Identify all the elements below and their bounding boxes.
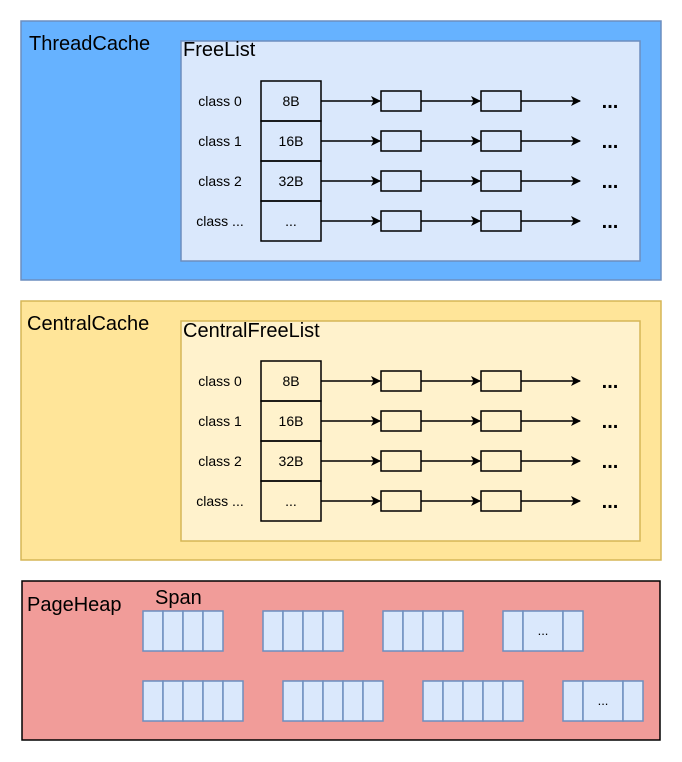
span-page-slot (182, 610, 204, 652)
central-free-list-size-label: 16B (279, 413, 304, 429)
free-list-row: class ......... (196, 200, 619, 242)
span-page-slot (222, 680, 244, 722)
central-free-list-size-label: 32B (279, 453, 304, 469)
span-page-slot (302, 610, 324, 652)
span-group (262, 610, 344, 652)
span-page-slot (202, 610, 224, 652)
free-list-ellipsis: ... (602, 91, 619, 113)
span-page-slot (282, 610, 304, 652)
span-groups: ...... (142, 610, 644, 722)
thread-cache-title: ThreadCache (29, 33, 150, 55)
free-list-size-label: 8B (282, 93, 299, 109)
central-free-list-row: class 1 16B... (198, 400, 619, 442)
central-free-list-class-label: class 0 (198, 373, 242, 389)
span-page-slot (442, 680, 464, 722)
span-page-slot (482, 680, 504, 722)
free-list-ellipsis: ... (602, 131, 619, 153)
span-page-slot (422, 610, 444, 652)
free-list-row: class 1 16B... (198, 120, 619, 162)
span-slot-ellipsis: ... (538, 623, 549, 638)
free-list-class-label: class 2 (198, 173, 242, 189)
span-page-slot (302, 680, 324, 722)
span-page-slot (282, 680, 304, 722)
free-list-title: FreeList (183, 39, 256, 61)
span-page-slot (322, 610, 344, 652)
page-heap-section: PageHeap Span ...... (21, 580, 661, 741)
page-heap-title: PageHeap (27, 594, 122, 616)
central-cache-title: CentralCache (27, 313, 149, 335)
span-page-slot (322, 680, 344, 722)
central-free-list-row: class ......... (196, 480, 619, 522)
central-free-list-ellipsis: ... (602, 371, 619, 393)
free-list-row: class 2 32B... (198, 160, 619, 202)
free-list-class-label: class 0 (198, 93, 242, 109)
span-group (142, 610, 224, 652)
central-free-list-ellipsis: ... (602, 451, 619, 473)
free-list-row: class 0 8B... (198, 80, 619, 122)
span-page-slot (422, 680, 444, 722)
free-list-size-label: ... (285, 213, 297, 229)
span-group (422, 680, 524, 722)
free-list-size-label: 16B (279, 133, 304, 149)
span-page-slot (562, 680, 584, 722)
central-free-list-class-label: class ... (196, 493, 243, 509)
central-free-list-ellipsis: ... (602, 491, 619, 513)
span-page-slot (502, 610, 524, 652)
central-free-list-size-label: 8B (282, 373, 299, 389)
span-label: Span (155, 587, 202, 609)
span-slot-ellipsis: ... (598, 693, 609, 708)
central-free-list-class-label: class 2 (198, 453, 242, 469)
span-page-slot (562, 610, 584, 652)
span-page-slot (442, 610, 464, 652)
central-free-list-title: CentralFreeList (183, 320, 320, 342)
span-group: ... (562, 680, 644, 722)
span-page-slot (162, 610, 184, 652)
span-page-slot (382, 610, 404, 652)
free-list-class-label: class ... (196, 213, 243, 229)
span-page-slot (182, 680, 204, 722)
span-page-slot (402, 610, 424, 652)
span-page-slot (142, 680, 164, 722)
central-cache-section: CentralCache CentralFreeList class 0 8B..… (20, 300, 662, 561)
span-page-slot (622, 680, 644, 722)
span-page-slot (262, 610, 284, 652)
central-free-list-ellipsis: ... (602, 411, 619, 433)
central-free-list-row: class 2 32B... (198, 440, 619, 482)
span-page-slot (502, 680, 524, 722)
span-page-slot (202, 680, 224, 722)
span-page-slot (362, 680, 384, 722)
span-page-slot (162, 680, 184, 722)
span-group (382, 610, 464, 652)
span-page-slot (142, 610, 164, 652)
free-list-size-label: 32B (279, 173, 304, 189)
span-group (142, 680, 244, 722)
free-list-class-label: class 1 (198, 133, 242, 149)
central-free-list-class-label: class 1 (198, 413, 242, 429)
span-group (282, 680, 384, 722)
central-free-list-row: class 0 8B... (198, 360, 619, 402)
span-page-slot (462, 680, 484, 722)
span-page-slot (342, 680, 364, 722)
span-group: ... (502, 610, 584, 652)
free-list-ellipsis: ... (602, 211, 619, 233)
free-list-ellipsis: ... (602, 171, 619, 193)
central-free-list-size-label: ... (285, 493, 297, 509)
